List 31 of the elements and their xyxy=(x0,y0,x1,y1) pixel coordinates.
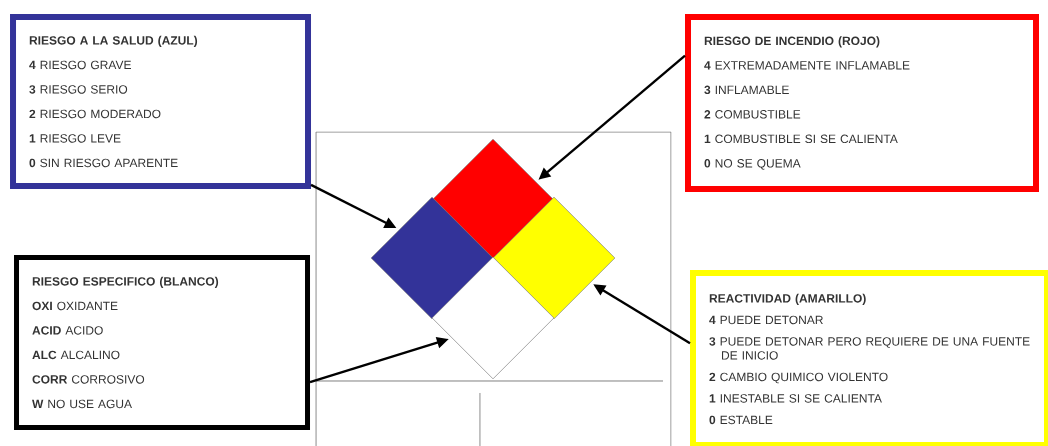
box-heading: RIESGO ESPECIFICO (BLANCO) xyxy=(32,276,219,288)
hazard-item: 3 INFLAMABLE xyxy=(704,85,789,95)
hazard-item: 0 NO SE QUEMA xyxy=(704,159,801,170)
hazard-item: 1 INESTABLE SI SE CALIENTA xyxy=(709,394,882,403)
hazard-item: 3 RIESGO SERIO xyxy=(29,85,128,94)
hazard-item: 2 CAMBIO QUIMICO VIOLENTO xyxy=(709,372,888,384)
hazard-item: 2 RIESGO MODERADO xyxy=(29,109,161,119)
hazard-item: 3 PUEDE DETONAR PERO REQUIERE DE UNA FUENTE DE INICIO xyxy=(709,337,1030,360)
hazard-item: 4 RIESGO GRAVE xyxy=(29,60,131,70)
hazard-item: W NO USE AGUA xyxy=(32,399,132,409)
hazard-item: 0 SIN RIESGO APARENTE xyxy=(29,158,178,168)
health-hazard-box xyxy=(10,14,311,189)
hazard-item: ACID ACIDO xyxy=(32,326,103,335)
hazard-item: 4 EXTREMADAMENTE INFLAMABLE xyxy=(704,61,910,70)
hazard-item: OXI OXIDANTE xyxy=(32,301,118,311)
fire-hazard-box xyxy=(685,14,1039,192)
reactivity-box xyxy=(690,270,1048,446)
box-heading: REACTIVIDAD (AMARILLO) xyxy=(709,293,866,305)
hazard-item: 0 ESTABLE xyxy=(709,415,773,425)
hazard-item: 4 PUEDE DETONAR xyxy=(709,315,823,325)
hazard-item: ALC ALCALINO xyxy=(32,350,120,360)
hazard-item: CORR CORROSIVO xyxy=(32,375,145,384)
diamond-quadrant xyxy=(492,196,616,320)
diamond-quadrant xyxy=(370,196,494,320)
hazard-item: 1 RIESGO LEVE xyxy=(29,134,121,143)
hazard-item: 2 COMBUSTIBLE xyxy=(704,110,801,119)
hazard-item: 1 COMBUSTIBLE SI SE CALIENTA xyxy=(704,134,898,144)
specific-hazard-box xyxy=(14,255,310,430)
box-heading: RIESGO DE INCENDIO (ROJO) xyxy=(704,36,880,48)
diamond-quadrant xyxy=(431,256,555,380)
box-heading: RIESGO A LA SALUD (AZUL) xyxy=(29,35,198,48)
